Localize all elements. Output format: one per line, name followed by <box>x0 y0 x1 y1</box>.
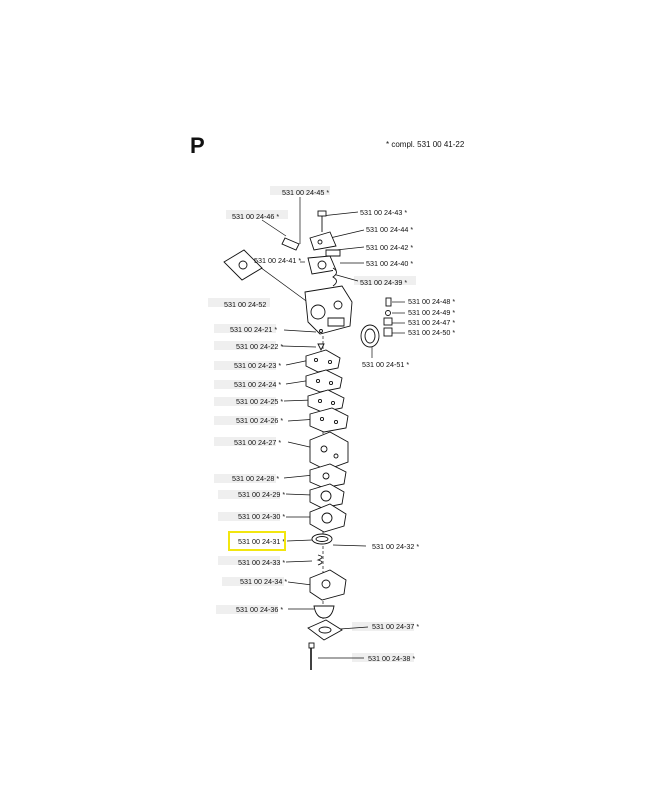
part-label[interactable]: 531 00 24-52 <box>224 300 267 309</box>
part-label[interactable]: 531 00 24-44 * <box>366 225 414 234</box>
part-label[interactable]: 531 00 24-39 * <box>360 278 408 287</box>
part-label[interactable]: 531 00 24-45 * <box>282 188 330 197</box>
selected-part-highlight <box>228 531 286 551</box>
part-38-head <box>308 642 315 649</box>
ghost-box <box>354 276 416 285</box>
part-label[interactable]: 531 00 24-21 * <box>230 325 278 334</box>
part-label[interactable]: 531 00 24-40 * <box>366 259 414 268</box>
ghost-box <box>218 556 280 565</box>
part-label[interactable]: 531 00 24-34 * <box>240 577 288 586</box>
ghost-box <box>226 210 288 219</box>
part-label[interactable]: 531 00 24-51 * <box>362 360 410 369</box>
part-label[interactable]: 531 00 24-30 * <box>238 512 286 521</box>
stacked-parts <box>305 349 349 670</box>
assembly-note: * compl. 531 00 41-22 <box>386 140 465 149</box>
part-label[interactable]: 531 00 24-46 * <box>232 212 280 221</box>
part-label[interactable]: 531 00 24-24 * <box>234 380 282 389</box>
part-27-shape <box>309 431 349 471</box>
part-25-shape <box>307 389 345 413</box>
part-label[interactable]: 531 00 24-22 * <box>236 342 284 351</box>
part-label[interactable]: 531 00 24-28 * <box>232 474 280 483</box>
upper-assembly <box>223 210 393 352</box>
part-label[interactable]: 531 00 24-25 * <box>236 397 284 406</box>
part-label[interactable]: 531 00 24-26 * <box>236 416 284 425</box>
part-label[interactable]: 531 00 24-41 * <box>254 256 302 265</box>
part-33-shape <box>316 554 323 566</box>
part-label[interactable]: 531 00 24-32 * <box>372 542 420 551</box>
ghost-box <box>214 324 276 333</box>
part-label[interactable]: 531 00 24-42 * <box>366 243 414 252</box>
ghost-box <box>214 474 276 483</box>
ghost-box <box>218 490 280 499</box>
ghost-box <box>214 380 276 389</box>
part-23-shape <box>305 349 341 373</box>
leader-lines <box>252 197 405 659</box>
part-label-highlighted[interactable]: 531 00 24-31 * <box>238 537 286 546</box>
ghost-box <box>352 622 414 631</box>
ghost-box <box>214 437 276 446</box>
part-label[interactable]: 531 00 24-49 * <box>408 308 456 317</box>
part-label[interactable]: 531 00 24-48 * <box>408 297 456 306</box>
part-label[interactable]: 531 00 24-37 * <box>372 622 420 631</box>
ghost-box <box>218 512 280 521</box>
ghost-box <box>214 341 276 350</box>
part-label[interactable]: 531 00 24-43 * <box>360 208 408 217</box>
ghost-box <box>208 298 270 307</box>
part-label[interactable]: 531 00 24-38 * <box>368 654 416 663</box>
part-label[interactable]: 531 00 24-36 * <box>236 605 284 614</box>
ghost-box <box>222 577 284 586</box>
part-label[interactable]: 531 00 24-50 * <box>408 328 456 337</box>
ghost-box <box>214 361 276 370</box>
section-letter: P <box>190 133 205 158</box>
part-label[interactable]: 531 00 24-27 * <box>234 438 282 447</box>
part-label[interactable]: 531 00 24-23 * <box>234 361 282 370</box>
part-26-shape <box>309 407 349 433</box>
ghost-box <box>216 605 278 614</box>
part-24-shape <box>305 369 343 393</box>
part-label[interactable]: 531 00 24-33 * <box>238 558 286 567</box>
part-label[interactable]: 531 00 24-47 * <box>408 318 456 327</box>
ghost-box <box>214 397 276 406</box>
ghost-box <box>270 186 330 195</box>
part-label[interactable]: 531 00 24-29 * <box>238 490 286 499</box>
ghost-box <box>214 416 276 425</box>
part-36-shape <box>313 605 335 619</box>
ghost-box <box>352 653 414 662</box>
